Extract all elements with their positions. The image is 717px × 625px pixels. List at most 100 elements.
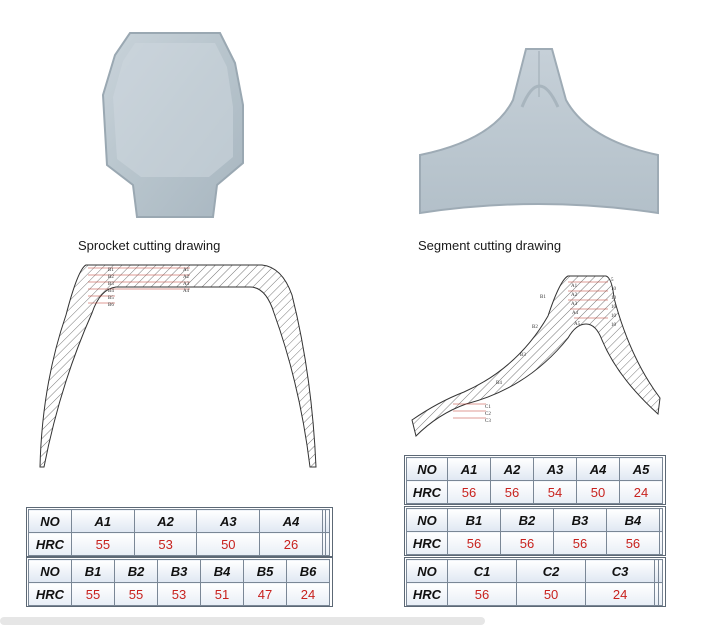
segment-b-table: NO B1 B2 B3 B4 HRC 56 56 56 56: [406, 508, 664, 555]
segment-label-a4: A4: [572, 311, 579, 316]
table-header-cell: NO: [28, 509, 72, 533]
sprocket-a-table: NO A1 A2 A3 A4 HRC 55 53 50 26: [28, 509, 330, 556]
table-cell: 51: [200, 582, 244, 606]
table-row: HRC 55 55 53 51 47 24: [28, 582, 330, 606]
table-header-cell: B4: [200, 559, 244, 583]
table-header-cell: A5: [619, 457, 663, 481]
table-cell: 24: [286, 582, 330, 606]
table-row-label: HRC: [406, 531, 448, 555]
table-header-cell: B5: [243, 559, 287, 583]
segment-label-a5: A5: [574, 322, 581, 327]
table-header-cell: B2: [499, 508, 554, 532]
segment-label-b2: B2: [532, 325, 538, 330]
sprocket-label-b4: B4: [108, 289, 114, 294]
table-cell: [658, 582, 663, 606]
sprocket-b-table: NO B1 B2 B3 B4 B5 B6 HRC 55 55 53 51 47 …: [28, 559, 330, 606]
segment-dim-4: 10: [611, 305, 617, 310]
table-row: NO A1 A2 A3 A4 A5: [406, 457, 663, 481]
segment-dim-5: 10: [611, 314, 617, 319]
sprocket-label-a4: A4: [183, 289, 190, 294]
table-cell: 50: [516, 582, 587, 606]
table-cell: 24: [585, 582, 656, 606]
table-header-cell: C2: [516, 559, 587, 583]
segment-label-b4: B4: [496, 381, 502, 386]
table-header-cell: B1: [71, 559, 115, 583]
table-cell: 50: [196, 532, 261, 556]
table-row-label: HRC: [28, 582, 72, 606]
table-header-cell: B1: [447, 508, 501, 532]
table-row-label: HRC: [406, 480, 448, 504]
sprocket-label-b5: B5: [108, 296, 114, 301]
table-cell: 47: [243, 582, 287, 606]
segment-label-c1: C1: [485, 405, 491, 410]
sprocket-label-b1: B1: [108, 268, 114, 273]
segment-label-b1: B1: [540, 295, 546, 300]
table-header-cell: A2: [133, 509, 198, 533]
segment-dim-2: 10: [611, 287, 617, 292]
table-header-cell: [658, 559, 663, 583]
table-cell: [325, 532, 330, 556]
segment-dim-3: 10: [611, 296, 617, 301]
table-cell: 26: [259, 532, 323, 556]
horizontal-scrollbar[interactable]: [0, 617, 485, 625]
table-header-cell: A4: [576, 457, 620, 481]
table-header-cell: C3: [585, 559, 656, 583]
table-cell: 50: [576, 480, 620, 504]
table-row: NO C1 C2 C3: [406, 559, 663, 583]
sprocket-label-b2: B2: [108, 275, 114, 280]
segment-b-table-frame: [404, 506, 666, 556]
table-row: HRC 56 50 24: [406, 582, 663, 606]
segment-a-table-frame: [404, 455, 666, 505]
segment-drawing: 5 10 10 10 10 10 A1 A2 A3 A4 A5 B1 B2 B3…: [411, 275, 661, 437]
segment-label-a3: A3: [571, 302, 578, 307]
segment-c-table: NO C1 C2 C3 HRC 56 50 24: [406, 559, 663, 606]
table-cell: 24: [619, 480, 663, 504]
table-header-cell: B3: [157, 559, 201, 583]
table-header-cell: C1: [446, 559, 518, 583]
segment-photo: [419, 48, 659, 215]
table-header-cell: B4: [605, 508, 660, 532]
table-header-cell: A3: [533, 457, 577, 481]
table-cell: 53: [157, 582, 201, 606]
table-cell: 56: [447, 531, 501, 555]
table-header-cell: A1: [447, 457, 491, 481]
segment-label-a2: A2: [571, 293, 578, 298]
table-cell: 56: [499, 531, 554, 555]
table-row: HRC 55 53 50 26: [28, 532, 330, 556]
segment-c-table-frame: [404, 557, 666, 607]
segment-label-b3: B3: [520, 353, 526, 358]
table-header-cell: A2: [490, 457, 534, 481]
segment-dim-6: 10: [611, 323, 617, 328]
sprocket-label-a3: A3: [183, 282, 190, 287]
table-header-cell: NO: [406, 559, 448, 583]
sprocket-a-table-frame: [26, 507, 333, 557]
table-header-cell: NO: [28, 559, 72, 583]
sprocket-label-b3: B3: [108, 282, 114, 287]
segment-label-a1: A1: [571, 284, 578, 289]
table-header-cell: NO: [406, 457, 448, 481]
table-header-cell: [658, 508, 664, 532]
table-header-cell: B3: [552, 508, 607, 532]
segment-label-c3: C3: [485, 419, 491, 424]
sprocket-label-a1: A1: [183, 268, 190, 273]
table-row-label: HRC: [406, 582, 448, 606]
table-cell: 56: [605, 531, 660, 555]
table-row: NO B1 B2 B3 B4: [406, 508, 664, 532]
sprocket-drawing: A1 A2 A3 A4 B1 B2 B3 B4 B5 B6: [39, 264, 317, 468]
table-cell: 55: [114, 582, 158, 606]
table-row: NO A1 A2 A3 A4: [28, 509, 330, 533]
segment-label-c2: C2: [485, 412, 491, 417]
table-row: HRC 56 56 54 50 24: [406, 480, 663, 504]
table-cell: 56: [552, 531, 607, 555]
table-header-cell: B6: [286, 559, 330, 583]
sprocket-label-b6: B6: [108, 303, 114, 308]
segment-caption: Segment cutting drawing: [418, 238, 562, 253]
table-header-cell: A3: [196, 509, 261, 533]
sprocket-photo: [101, 32, 244, 218]
table-cell: [658, 531, 664, 555]
table-cell: 55: [71, 532, 135, 556]
segment-dim-1: 5: [611, 278, 614, 283]
table-row: HRC 56 56 56 56: [406, 531, 664, 555]
table-cell: 56: [446, 582, 518, 606]
table-row-label: HRC: [28, 532, 72, 556]
